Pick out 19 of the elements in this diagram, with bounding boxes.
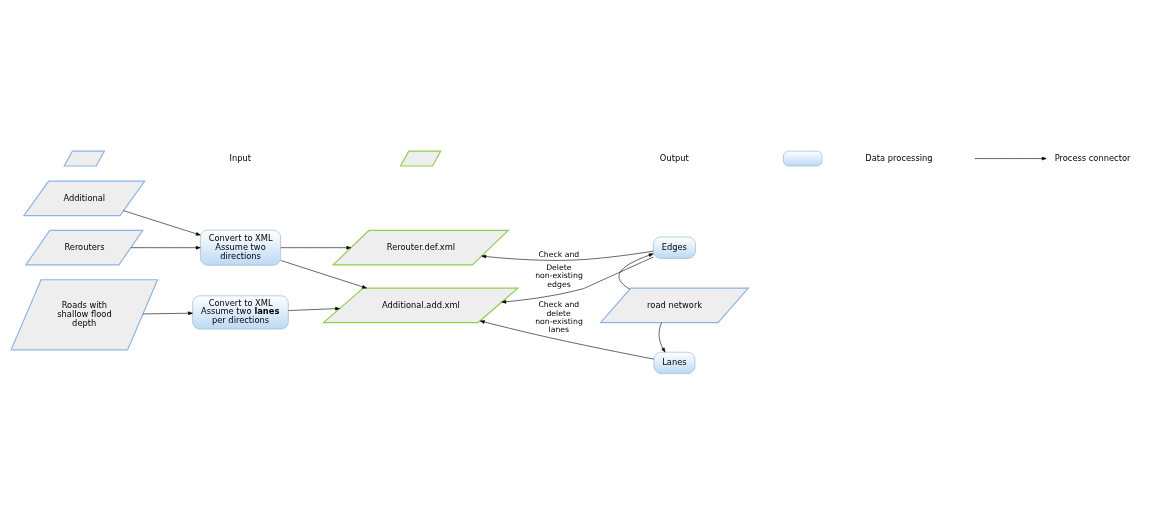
arrow [142, 310, 193, 315]
arrow [280, 259, 367, 288]
legend-label: Output [659, 152, 689, 163]
arrow [479, 319, 655, 359]
legend-label: Process connector [1054, 152, 1131, 163]
node-box: Convert to XML Assume two lanes per directions [192, 294, 289, 329]
legend-label: Input [229, 152, 251, 163]
arrow [280, 245, 352, 249]
arrow [123, 209, 201, 236]
node-box: Lanes [653, 351, 696, 374]
arrow [288, 306, 340, 311]
node-box: Convert to XML Assume two directions [200, 229, 281, 266]
arrow [481, 250, 654, 261]
arrow [130, 245, 201, 249]
node-box: Edges [653, 236, 696, 259]
arrow [658, 321, 666, 352]
legend-label: Data processing [865, 152, 933, 163]
arrow [501, 256, 654, 304]
arrow [618, 253, 654, 289]
